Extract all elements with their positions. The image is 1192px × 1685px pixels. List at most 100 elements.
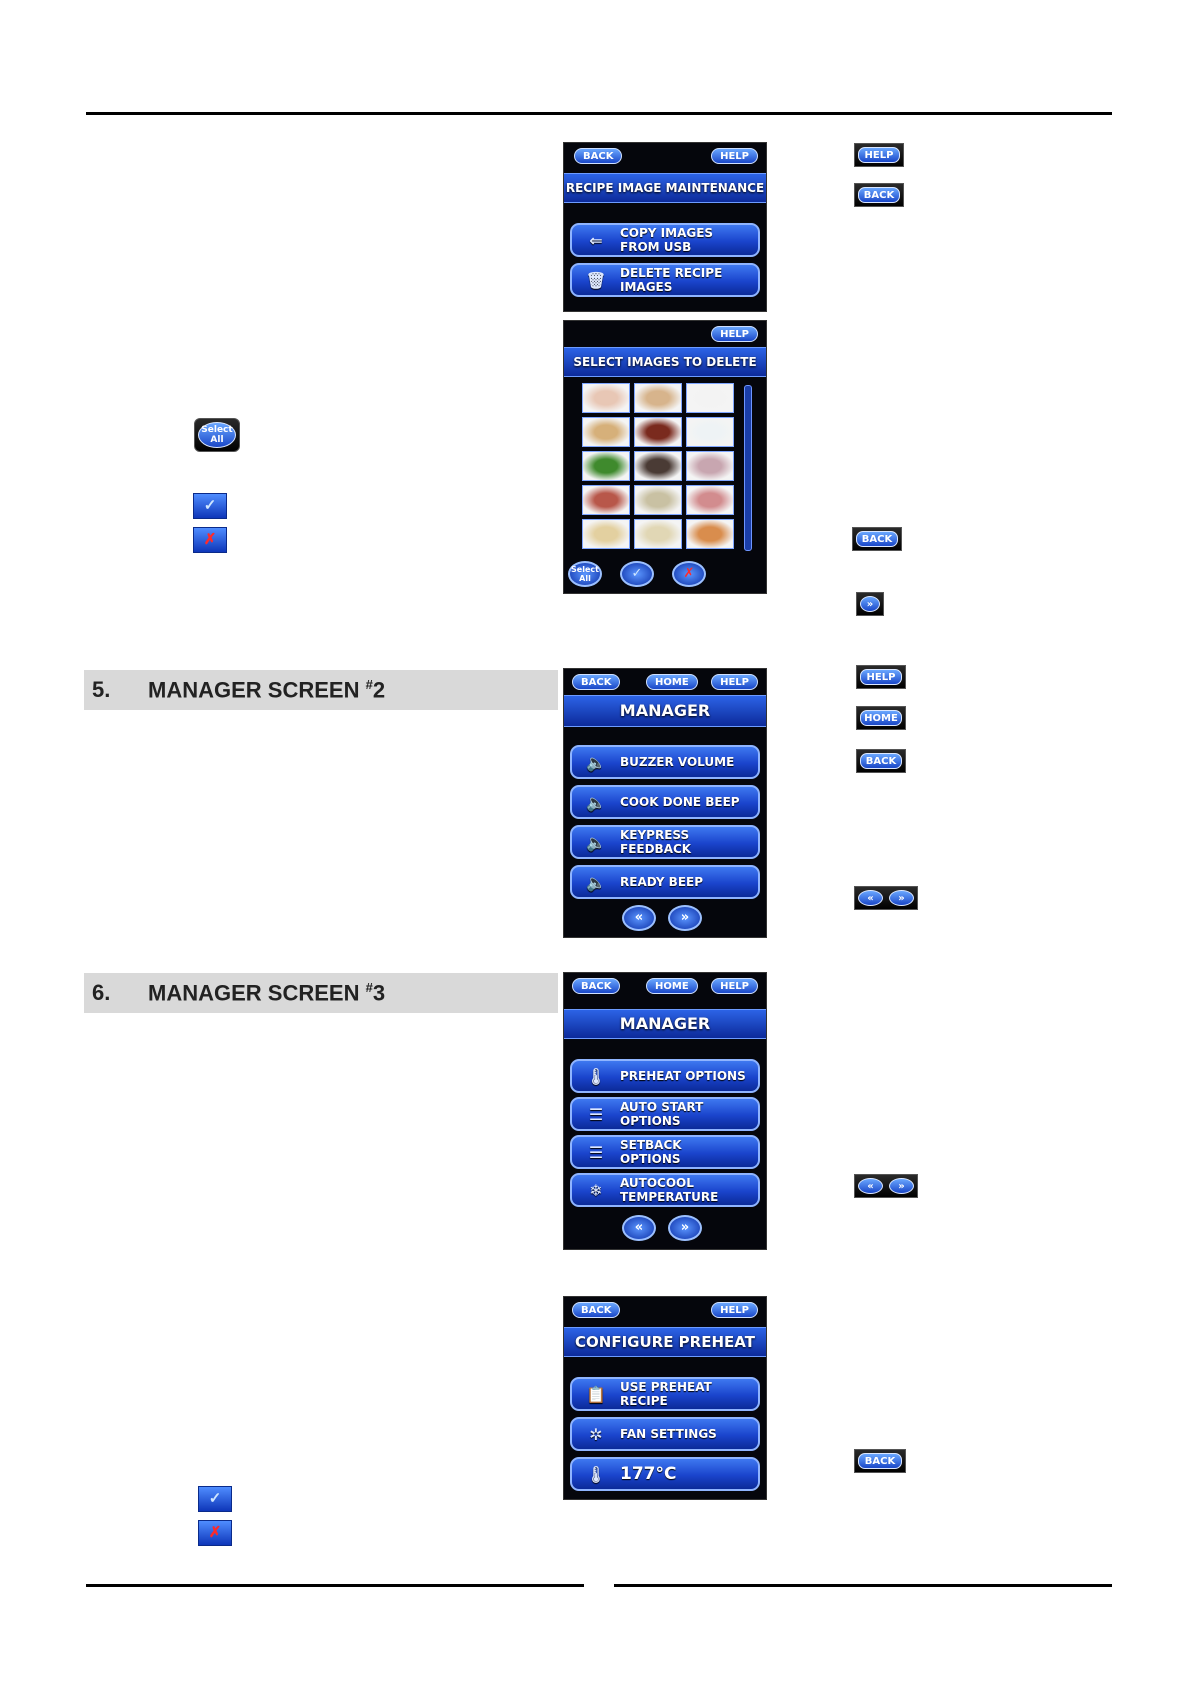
back-button[interactable]: BACK: [572, 1302, 621, 1318]
cancel-button[interactable]: ✗: [672, 561, 706, 587]
cook-done-beep-button[interactable]: 🔈 COOK DONE BEEP: [570, 785, 760, 819]
screen-title: SELECT IMAGES TO DELETE: [564, 347, 766, 377]
help-label: HELP: [858, 147, 900, 163]
auto-start-options-button[interactable]: ☰ AUTO START OPTIONS: [570, 1097, 760, 1131]
next-icon: »: [856, 592, 884, 616]
section-title: MANAGER SCREEN #2: [148, 676, 386, 703]
prev-label: «: [858, 890, 883, 906]
use-preheat-recipe-button[interactable]: 📋 USE PREHEAT RECIPE: [570, 1377, 760, 1411]
next-label: »: [860, 596, 880, 612]
help-button[interactable]: HELP: [711, 326, 758, 342]
delete-recipe-images-button[interactable]: 🗑 DELETE RECIPE IMAGES: [570, 263, 760, 297]
previous-page-button[interactable]: «: [622, 1215, 656, 1241]
configure-preheat-screen: BACK HELP CONFIGURE PREHEAT 📋 USE PREHEA…: [563, 1296, 767, 1500]
back-button[interactable]: BACK: [574, 148, 623, 164]
back-button[interactable]: BACK: [572, 978, 621, 994]
recipe-image-maintenance-screen: BACK HELP RECIPE IMAGE MAINTENANCE ⇐ COP…: [563, 142, 767, 312]
buzzer-volume-button[interactable]: 🔈 BUZZER VOLUME: [570, 745, 760, 779]
back-label: BACK: [856, 531, 898, 547]
back-label: BACK: [858, 187, 900, 203]
help-button[interactable]: HELP: [711, 1302, 758, 1318]
speaker-icon: 🔈: [586, 792, 606, 812]
bottom-rule-left: [86, 1584, 584, 1587]
prev-next-icon: « »: [854, 886, 918, 910]
help-button[interactable]: HELP: [711, 674, 758, 690]
section-title: MANAGER SCREEN #3: [148, 979, 386, 1006]
screen-title: MANAGER: [564, 1009, 766, 1039]
next-page-button[interactable]: »: [668, 1215, 702, 1241]
back-icon: BACK: [854, 1449, 906, 1473]
autocool-temperature-button[interactable]: ❄ AUTOCOOL TEMPERATURE: [570, 1173, 760, 1207]
home-button[interactable]: HOME: [646, 674, 698, 690]
preheat-temperature-button[interactable]: 🌡 177°C: [570, 1457, 760, 1491]
list-icon: ☰: [588, 1142, 604, 1162]
prev-next-icon: « »: [854, 1174, 918, 1198]
back-icon: BACK: [852, 527, 902, 551]
recipe-image-thumbnail[interactable]: [582, 383, 630, 413]
button-label: AUTOCOOL TEMPERATURE: [620, 1176, 719, 1204]
recipe-image-thumbnail[interactable]: [634, 383, 682, 413]
home-button[interactable]: HOME: [646, 978, 698, 994]
recipe-image-thumbnail[interactable]: [582, 519, 630, 549]
recipe-image-thumbnail[interactable]: [634, 417, 682, 447]
confirm-check-icon: ✓: [198, 1486, 232, 1512]
recipe-image-thumbnail[interactable]: [582, 417, 630, 447]
select-all-icon: Select All: [194, 418, 240, 452]
screen-title: RECIPE IMAGE MAINTENANCE: [564, 173, 766, 203]
button-label: 177°C: [620, 1464, 677, 1484]
list-icon: ☰: [588, 1104, 604, 1124]
help-icon: HELP: [856, 665, 906, 689]
button-label: DELETE RECIPE IMAGES: [620, 266, 723, 294]
button-label: FAN SETTINGS: [620, 1427, 717, 1441]
trash-icon: 🗑: [585, 270, 607, 290]
screen-title: CONFIGURE PREHEAT: [564, 1327, 766, 1357]
speaker-icon: 🔈: [586, 752, 606, 772]
home-icon: HOME: [856, 706, 906, 730]
select-all-button[interactable]: Select All: [568, 561, 602, 587]
button-label: SETBACK OPTIONS: [620, 1138, 682, 1166]
previous-page-button[interactable]: «: [622, 905, 656, 931]
image-grid: [582, 383, 742, 551]
help-button[interactable]: HELP: [711, 978, 758, 994]
preheat-options-button[interactable]: 🌡 PREHEAT OPTIONS: [570, 1059, 760, 1093]
recipe-image-thumbnail[interactable]: [686, 451, 734, 481]
manager-screen-2: BACK HOME HELP MANAGER 🔈 BUZZER VOLUME 🔈…: [563, 668, 767, 938]
help-button[interactable]: HELP: [711, 148, 758, 164]
bottom-rule-right: [614, 1584, 1112, 1587]
copy-images-button[interactable]: ⇐ COPY IMAGES FROM USB: [570, 223, 760, 257]
next-page-button[interactable]: »: [668, 905, 702, 931]
screen-title: MANAGER: [564, 695, 766, 727]
recipe-image-thumbnail[interactable]: [686, 519, 734, 549]
recipe-image-thumbnail[interactable]: [686, 417, 734, 447]
cancel-cross-icon: ✗: [198, 1520, 232, 1546]
prev-label: «: [858, 1178, 883, 1194]
setback-options-button[interactable]: ☰ SETBACK OPTIONS: [570, 1135, 760, 1169]
recipe-image-thumbnail[interactable]: [634, 519, 682, 549]
scrollbar[interactable]: [744, 385, 752, 551]
recipe-image-thumbnail[interactable]: [686, 383, 734, 413]
recipe-icon: 📋: [586, 1384, 606, 1404]
recipe-image-thumbnail[interactable]: [582, 451, 630, 481]
back-icon: BACK: [854, 183, 904, 207]
section-number: 5.: [92, 677, 111, 702]
recipe-image-thumbnail[interactable]: [686, 485, 734, 515]
button-label: PREHEAT OPTIONS: [620, 1069, 746, 1083]
back-button[interactable]: BACK: [572, 674, 621, 690]
recipe-image-thumbnail[interactable]: [582, 485, 630, 515]
ready-beep-button[interactable]: 🔈 READY BEEP: [570, 865, 760, 899]
speaker-icon: 🔈: [586, 872, 606, 892]
recipe-image-thumbnail[interactable]: [634, 485, 682, 515]
button-label: AUTO START OPTIONS: [620, 1100, 704, 1128]
keypress-feedback-button[interactable]: 🔈 KEYPRESS FEEDBACK: [570, 825, 760, 859]
help-label: HELP: [860, 669, 902, 685]
back-label: BACK: [860, 753, 902, 769]
next-label: »: [889, 1178, 914, 1194]
confirm-button[interactable]: ✓: [620, 561, 654, 587]
top-rule: [86, 112, 1112, 115]
fan-settings-button[interactable]: ✲ FAN SETTINGS: [570, 1417, 760, 1451]
speaker-icon: 🔈: [586, 832, 606, 852]
thermometer-icon: 🌡: [585, 1066, 607, 1086]
recipe-image-thumbnail[interactable]: [634, 451, 682, 481]
button-label: COPY IMAGES FROM USB: [620, 226, 714, 254]
back-label: BACK: [858, 1453, 902, 1469]
